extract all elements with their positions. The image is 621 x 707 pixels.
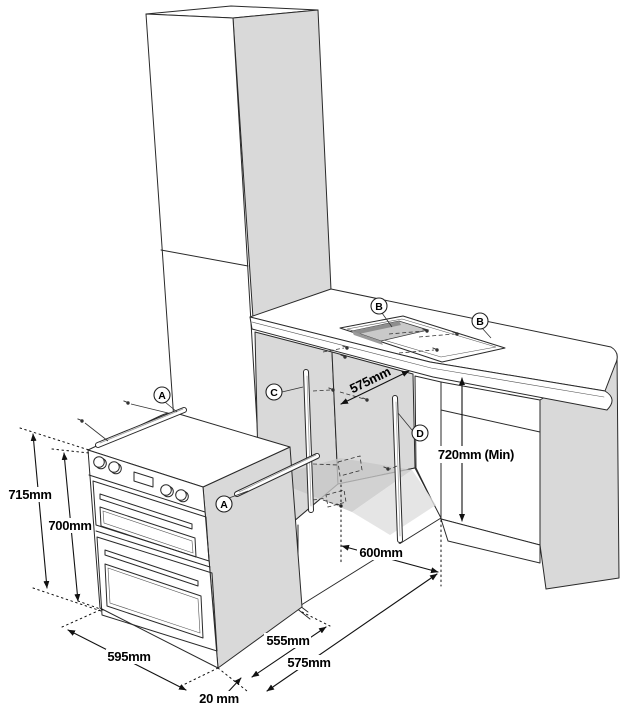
top-door-window (99, 506, 197, 558)
worktop (249, 288, 618, 411)
screw-leader-dashed (322, 499, 339, 506)
bracket-guide-1 (312, 463, 339, 466)
worktop-cutout (339, 315, 506, 363)
base-cabinet-front (440, 381, 541, 546)
bottom-door-handle (104, 549, 199, 587)
dimension-595mm: 595mm (61, 609, 219, 691)
dimension-label-oven-total-depth: 575mm (287, 655, 330, 670)
cutout-hole-wall-left (352, 321, 401, 335)
dimension-label-oven-total-height: 715mm (8, 487, 51, 502)
screw-leader-dashed (322, 347, 345, 353)
callouts: A A B B C D (153, 297, 492, 513)
cavity-floor-shadow (268, 458, 412, 512)
callout-a-right: A (215, 490, 249, 513)
tall-cabinet-door-split (160, 249, 249, 267)
dimension-label-oven-body-height: 700mm (48, 518, 91, 533)
oven-top-door (92, 480, 210, 562)
callout-c: C (265, 383, 304, 401)
side-rail-right (392, 395, 403, 543)
bracket-outline-1 (337, 455, 363, 477)
screw-leader-dashed (389, 465, 398, 470)
dimension-label-front-gap: 20 mm (199, 691, 239, 706)
oven-display (133, 471, 154, 488)
knob-icon (175, 489, 187, 501)
cutout-lip (346, 318, 497, 358)
trim-rail-right (234, 453, 320, 497)
callout-b-right: B (471, 312, 492, 339)
screw-leader-dashed (398, 349, 435, 354)
control-panel-line (88, 474, 206, 513)
trim-rail-top (95, 407, 187, 448)
oven (87, 412, 303, 669)
oven-bottom-door (96, 536, 218, 652)
top-door-handle (99, 493, 193, 530)
dimension-575mm-oven: 575mm (266, 519, 442, 692)
knob-icon (160, 484, 172, 496)
cavity-floor-shadow-light (352, 470, 436, 535)
screw-icon (77, 418, 85, 424)
dimensions: 715mm 700mm 595mm 20 mm 555mm (8, 364, 514, 706)
callout-letter: B (476, 316, 484, 328)
screw-leader-dashed (312, 389, 331, 392)
cutout-outer (339, 315, 506, 363)
callout-letter: A (220, 499, 228, 511)
screw-leader (130, 403, 169, 414)
base-cabinet-right (440, 353, 620, 590)
dimension-720mm: 720mm (Min) (438, 377, 514, 522)
knob-icon (93, 456, 105, 468)
base-cabinet-plinth (440, 518, 541, 564)
callout-letter: A (158, 390, 166, 402)
screw-leader (84, 422, 109, 442)
dimension-label-oven-width: 595mm (107, 649, 150, 664)
dimension-700mm: 700mm (48, 448, 104, 611)
screw-leader-dashed (418, 333, 455, 338)
oven-knobs (93, 456, 189, 503)
callout-letter: D (416, 428, 424, 440)
dimension-20mm: 20 mm (196, 667, 248, 706)
dimension-label-oven-body-depth: 555mm (266, 633, 309, 648)
knob-icon (108, 461, 120, 473)
worktop-top-surface (249, 288, 618, 392)
dimension-label-worktop-height: 720mm (Min) (438, 447, 514, 462)
bracket-outline-2 (325, 489, 347, 508)
screw-leader-dashed (388, 330, 425, 335)
door-gap-line (95, 530, 211, 568)
screw-icon (123, 400, 131, 406)
worktop-bullnose-line (251, 321, 605, 398)
callout-a-top: A (153, 386, 178, 413)
worktop-front-edge (249, 316, 613, 411)
base-cabinet-drawer-line (440, 409, 541, 433)
side-rail-left (303, 369, 314, 513)
bracket-guide-2 (312, 497, 327, 501)
anti-tilt-rails (95, 407, 320, 497)
callout-d: D (397, 412, 429, 442)
bottom-door-window (104, 563, 204, 639)
dimension-600mm: 600mm (340, 479, 439, 574)
callout-b-left: B (370, 297, 393, 328)
callout-letter: C (270, 387, 278, 399)
dimension-label-cavity-width: 600mm (359, 545, 402, 560)
dimension-715mm: 715mm (8, 427, 105, 613)
callout-letter: B (375, 301, 383, 313)
cutout-hole-wall-front (352, 331, 383, 345)
